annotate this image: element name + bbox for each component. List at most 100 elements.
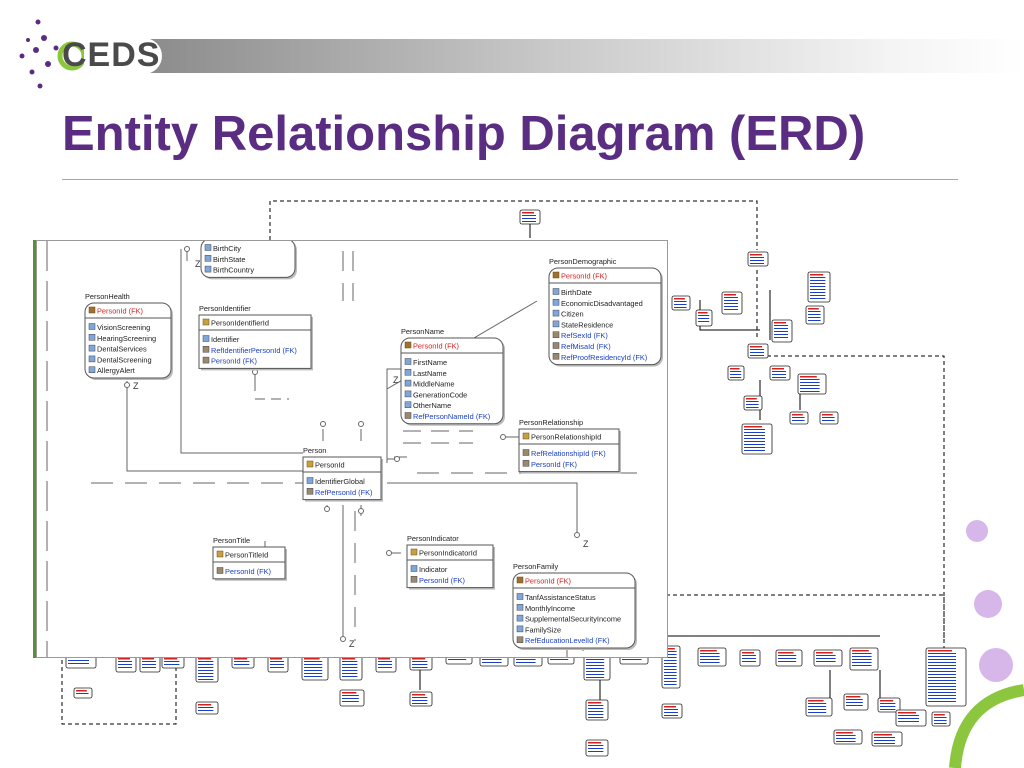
entity-attribute: RefRelationshipId (FK) [531, 449, 606, 458]
mini-entity [813, 649, 843, 667]
mini-entity [339, 655, 363, 681]
key-icon [552, 271, 560, 279]
entity-attribute: RefSexId (FK) [561, 331, 608, 340]
entity-box [302, 456, 382, 501]
relationship-marker: Z [349, 639, 355, 649]
mini-entity [819, 411, 839, 425]
logo-dots-icon [19, 19, 84, 89]
foreign-key-icon [552, 331, 560, 338]
foreign-key-icon [522, 460, 530, 467]
attribute-icon [404, 369, 412, 376]
entity-name: PersonName [401, 327, 444, 336]
entity-attribute: StateResidence [561, 320, 613, 329]
attribute-icon [202, 335, 210, 342]
entity-person-indicator: PersonIndicatorPersonIndicatorIdIndicato… [406, 534, 495, 590]
attribute-icon [88, 334, 96, 341]
entity-attribute: FirstName [413, 358, 447, 367]
entity-attribute: VisionScreening [97, 323, 150, 332]
entity-attribute: DentalServices [97, 345, 147, 354]
entity-attribute: EconomicDisadvantaged [561, 299, 643, 308]
foreign-key-icon [404, 412, 412, 419]
entity-person-relationship: PersonRelationshipPersonRelationshipIdRe… [518, 418, 621, 474]
entity-box [512, 572, 636, 649]
entity-attribute: LastName [413, 369, 447, 378]
title-divider [62, 179, 958, 180]
mini-entity [789, 411, 809, 425]
entity-name: PersonFamily [513, 562, 558, 571]
mini-entity [775, 649, 803, 667]
mini-entity [743, 395, 763, 411]
entity-attribute: TanfAssistanceStatus [525, 593, 596, 602]
mini-entity [727, 365, 745, 381]
attribute-icon [404, 358, 412, 365]
relationship-marker: Z [393, 375, 399, 385]
mini-entity [849, 647, 879, 671]
attribute-icon [552, 320, 560, 328]
mini-entity [895, 709, 927, 727]
entity-box [406, 544, 494, 589]
entity-attribute: Citizen [561, 310, 584, 319]
mini-entity [409, 655, 433, 671]
entity-attribute: MonthlyIncome [525, 604, 575, 613]
entity-key: PersonIdentifierId [211, 319, 269, 328]
entity-name: PersonIdentifier [199, 304, 251, 313]
mini-entity [73, 687, 93, 699]
mini-entity [807, 271, 831, 303]
mini-entity [843, 693, 869, 711]
mini-entity [931, 711, 951, 727]
foreign-key-icon [202, 346, 210, 353]
entity-box [198, 314, 312, 369]
entity-attribute: BirthDate [561, 288, 592, 297]
attribute-icon [88, 355, 96, 363]
entity-attribute: RefPersonId (FK) [315, 488, 373, 497]
entity-attribute: GenerationCode [413, 390, 467, 399]
mini-entity [721, 291, 743, 315]
entity-attribute: BirthCountry [213, 266, 254, 275]
entity-attribute: RefProofResidencyId (FK) [561, 353, 647, 362]
mini-entity [339, 689, 365, 707]
entity-attribute: SupplementalSecurityIncome [525, 615, 621, 624]
mini-entity [661, 703, 683, 719]
entity-name: Person [303, 446, 326, 455]
mini-entity [519, 209, 541, 225]
attribute-icon [516, 625, 524, 633]
attribute-icon [204, 265, 212, 273]
mini-entity [871, 731, 903, 747]
mini-entity [585, 739, 609, 757]
entity-attribute: DentalScreening [97, 355, 152, 364]
entity-attribute: IdentifierGlobal [315, 477, 365, 486]
mini-entity [231, 655, 255, 669]
entity-attribute: HearingScreening [97, 334, 156, 343]
mini-entity [409, 691, 433, 707]
page-title: Entity Relationship Diagram (ERD) [62, 107, 866, 161]
mini-entity [805, 697, 833, 717]
attribute-icon [204, 244, 212, 251]
entity-attribute: PersonId (FK) [225, 567, 271, 576]
entity-key: PersonId (FK) [561, 272, 607, 281]
mini-entity [805, 305, 825, 325]
entity-key: PersonId (FK) [97, 307, 143, 316]
entity-attribute: RefPersonNameId (FK) [413, 412, 490, 421]
key-icon [88, 306, 96, 314]
entity-box [84, 302, 172, 379]
attribute-icon [404, 390, 412, 398]
attribute-icon [516, 604, 524, 611]
foreign-key-icon [216, 567, 224, 574]
entity-person-identifier: PersonIdentifierPersonIdentifierIdIdenti… [198, 304, 313, 371]
entity-name: PersonTitle [213, 536, 250, 545]
foreign-key-icon [516, 636, 524, 643]
key-icon [516, 576, 524, 584]
entity-attribute: RefEducationLevelId (FK) [525, 636, 610, 645]
mini-entity [267, 655, 289, 673]
entity-attribute: AllergyAlert [97, 366, 135, 375]
key-icon [410, 548, 418, 556]
entity-box [200, 241, 296, 278]
entity-attribute: FamilySize [525, 625, 561, 634]
